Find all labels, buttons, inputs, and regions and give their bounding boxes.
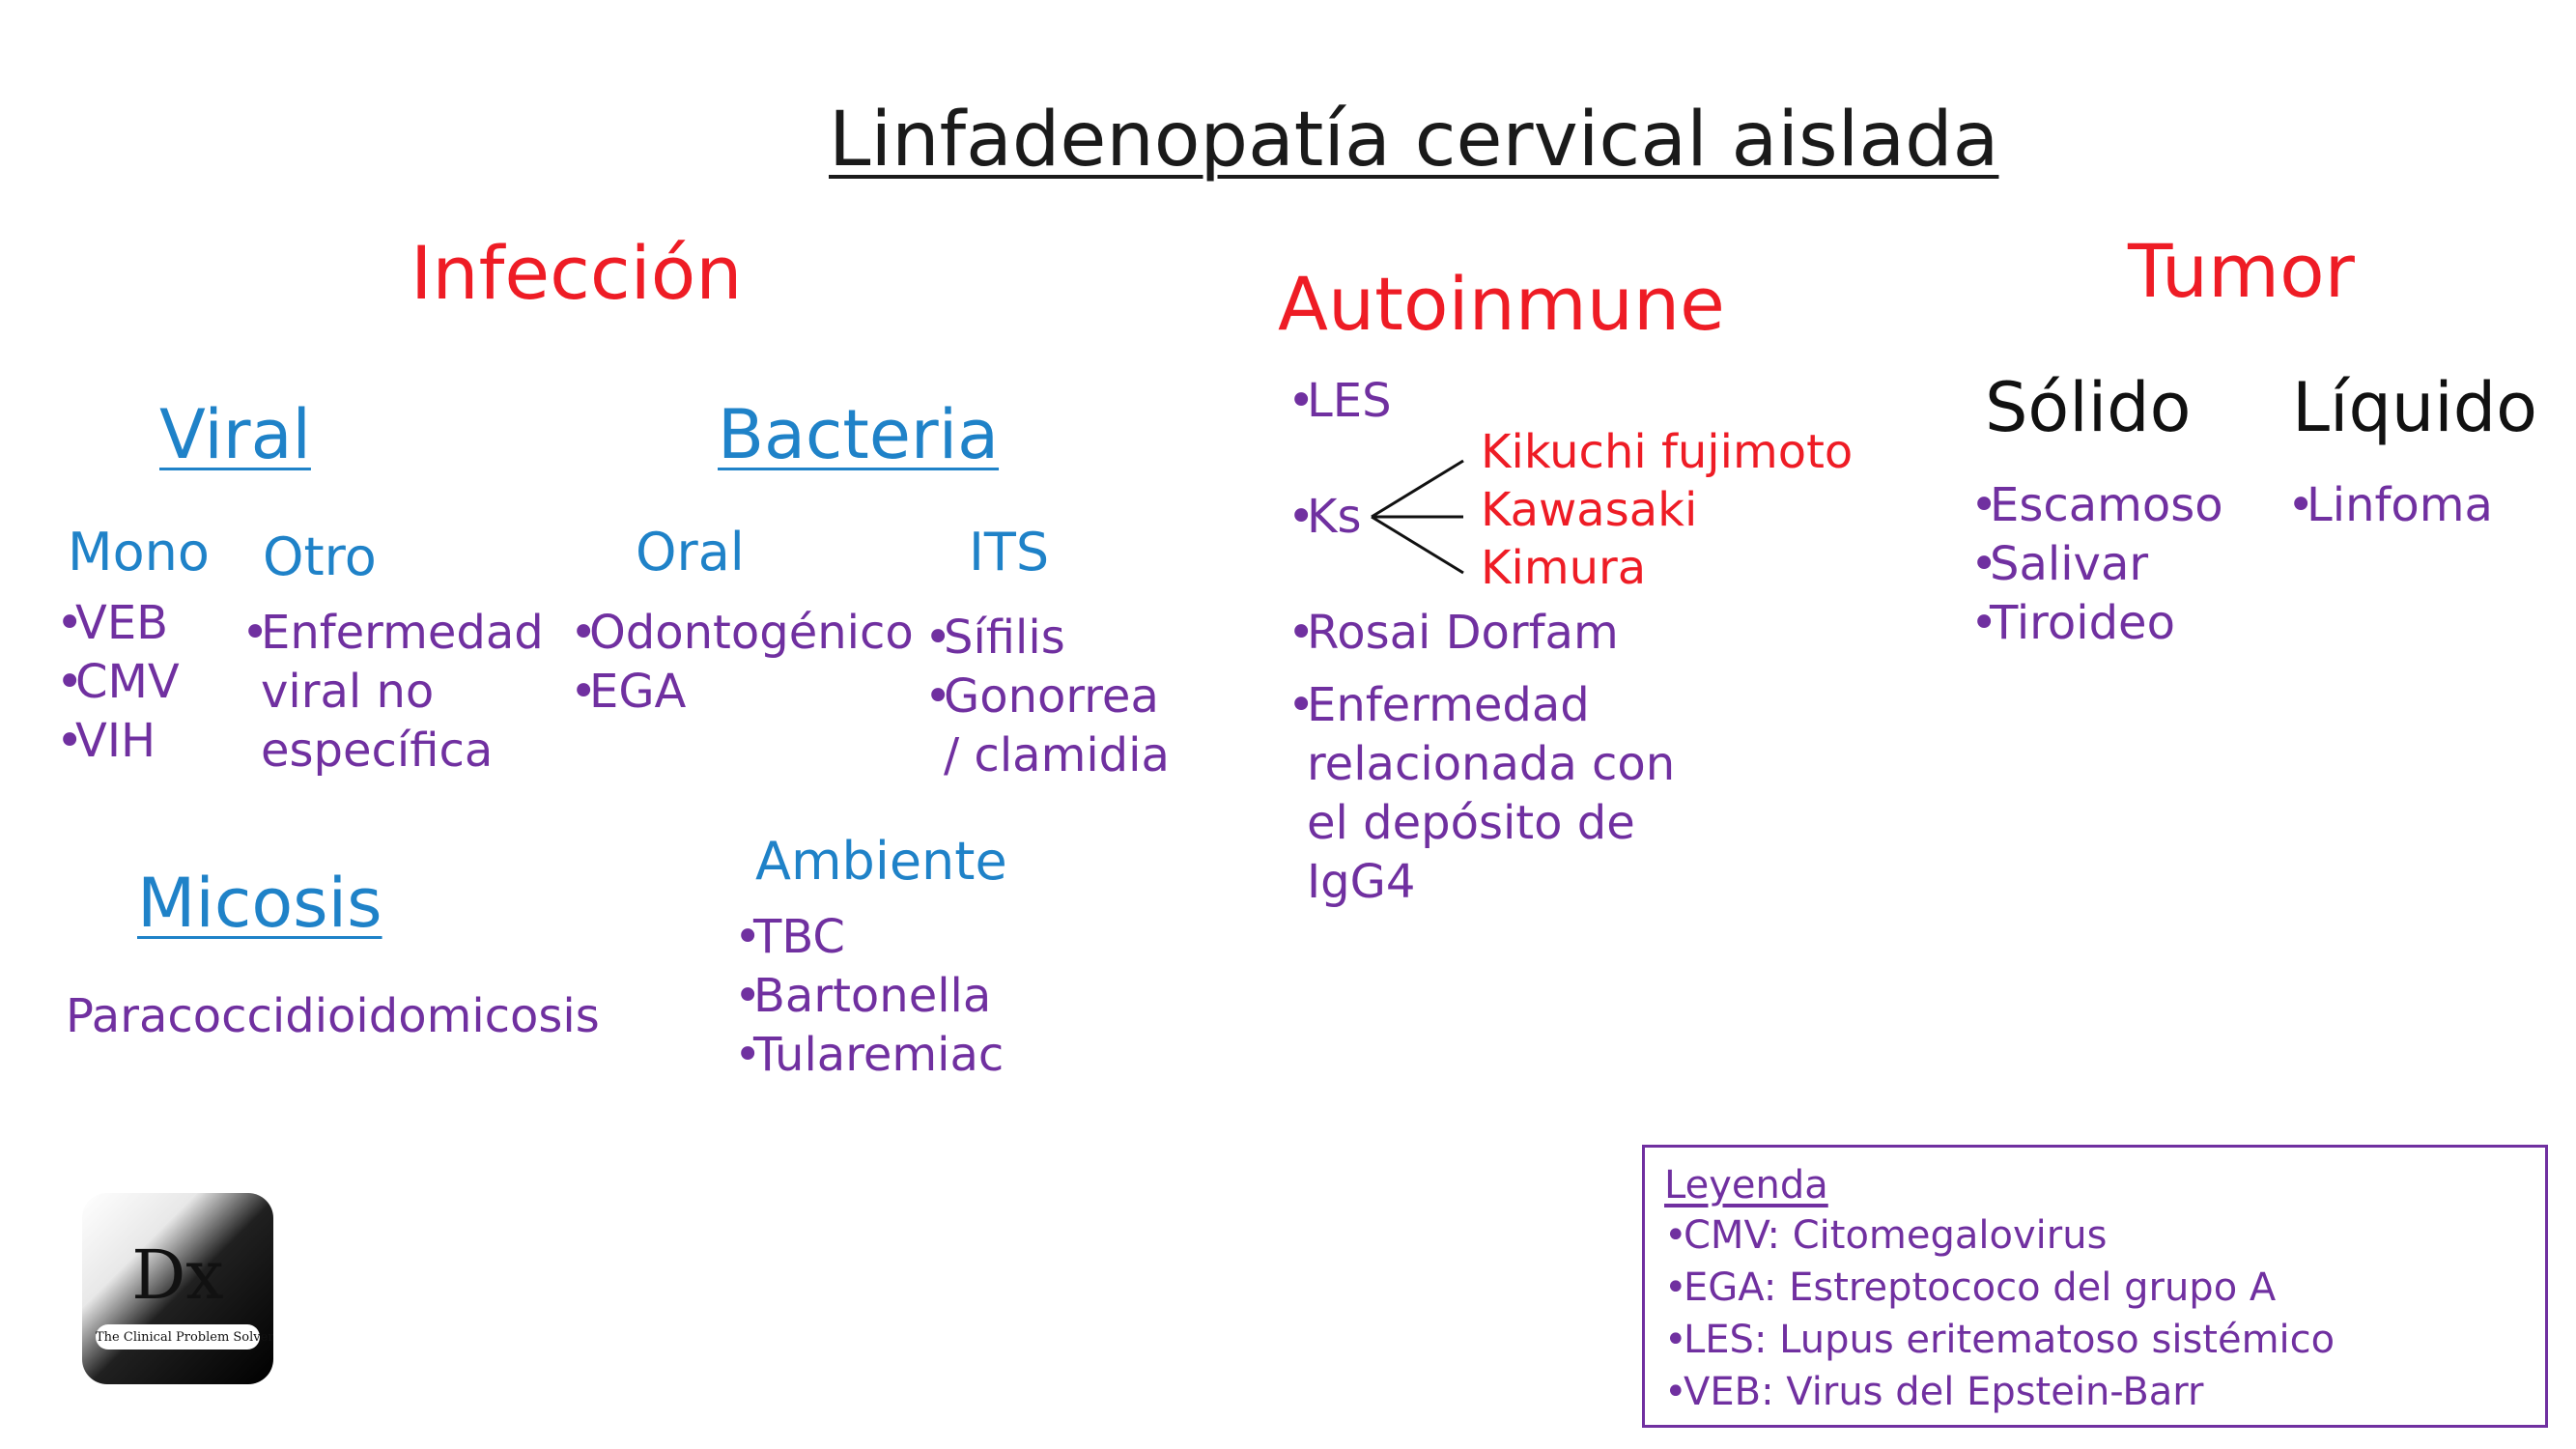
otro-line-3: específica [261,724,494,778]
rosai-item: •Rosai Dorfam [1288,606,1619,660]
list-item: •Gonorrea [924,669,1159,724]
micosis-item: Paracoccidioidomicosis [66,989,600,1043]
subcategory-micosis: Micosis [137,864,382,943]
list-item: •Odontogénico [570,606,914,660]
ks-branch-kimura: Kimura [1481,541,1647,595]
group-solido: Sólido [1985,368,2192,447]
category-autoinmune: Autoinmune [1278,261,1725,347]
legend-item-label: CMV: Citomegalovirus [1684,1213,2108,1258]
list-item-label: Rosai Dorfam [1307,606,1619,660]
list-item: •CMV [56,655,180,709]
branch-line-bottom [1371,515,1464,575]
solido-list: •Escamoso •Salivar •Tiroideo [1970,476,2223,653]
group-its: ITS [969,522,1050,582]
list-item-label: VIH [75,714,156,768]
list-item-label: Escamoso [1990,478,2223,532]
list-item-label: Ks [1307,490,1362,544]
list-item: •EGA [570,665,687,719]
group-ambiente: Ambiente [755,831,1007,892]
legend-item-label: LES: Lupus eritematoso sistémico [1684,1318,2335,1362]
logo-mark: Dx [131,1236,224,1315]
liquido-list: •Linfoma [2287,476,2493,535]
legend-item: •CMV: Citomegalovirus [1664,1213,2108,1258]
legend-list: •CMV: Citomegalovirus •EGA: Estreptococo… [1664,1209,2526,1418]
logo-caption: The Clinical Problem Solvers [96,1330,273,1345]
igg4-line-3: el depósito de [1307,796,1635,850]
subcategory-viral: Viral [159,395,311,474]
legend-item: •LES: Lupus eritematoso sistémico [1664,1318,2335,1362]
logo-caption-band: The Clinical Problem Solvers [96,1324,273,1350]
group-otro: Otro [263,526,377,587]
legend-item-label: VEB: Virus del Epstein-Barr [1684,1370,2204,1414]
list-item: •Bartonella [734,969,992,1023]
list-item-label: TBC [753,910,845,964]
ks-item: •Ks [1288,490,1362,544]
dx-logo: Dx The Clinical Problem Solvers [82,1193,273,1384]
otro-item: •Enfermedad viral no específica [241,604,544,781]
legend-title: Leyenda [1664,1163,1828,1208]
list-item: •Sífilis [924,611,1065,665]
list-item-label: Linfoma [2307,478,2493,532]
group-mono: Mono [68,522,210,582]
igg4-line-1: Enfermedad [1307,678,1590,732]
igg4-item: •Enfermedad relacionada con el depósito … [1288,676,1675,912]
list-item-label: LES [1307,374,1392,428]
les-item: •LES [1288,374,1392,428]
oral-list: •Odontogénico •EGA [570,604,914,722]
legend-box: Leyenda •CMV: Citomegalovirus •EGA: Estr… [1642,1145,2548,1428]
branch-line-top [1371,459,1464,519]
igg4-line-4: IgG4 [1307,855,1416,909]
list-item-label: VEB [75,596,169,650]
page-title: Linfadenopatía cervical aislada [829,97,1999,184]
legend-item: •EGA: Estreptococo del grupo A [1664,1265,2277,1310]
otro-line-2: viral no [261,665,435,719]
list-item-label: Tiroideo [1990,596,2175,650]
list-item-label: Sífilis [944,611,1065,665]
list-item-label: Gonorrea [944,669,1159,724]
igg4-line-2: relacionada con [1307,737,1676,791]
its-list: •Sífilis •Gonorrea / clamidia [924,609,1170,785]
list-item: •Linfoma [2287,478,2493,532]
list-item: •Tiroideo [1970,596,2175,650]
category-tumor: Tumor [2128,228,2355,314]
list-item: •VEB [56,596,169,650]
ks-branch-kikuchi: Kikuchi fujimoto [1481,425,1854,479]
list-item-label: Odontogénico [589,606,914,660]
list-item-label: Bartonella [753,969,992,1023]
mono-list: •VEB •CMV •VIH [56,594,180,771]
ambiente-list: •TBC •Bartonella •Tularemiac [734,908,1004,1085]
ks-branch-lines [1371,459,1464,575]
otro-line-1: Enfermedad [261,606,544,660]
ks-branch-kawasaki: Kawasaki [1481,483,1698,537]
its-continuation: / clamidia [944,728,1170,782]
subcategory-bacteria: Bacteria [718,395,1000,474]
list-item-label: Salivar [1990,537,2149,591]
list-item: •TBC [734,910,845,964]
legend-item: •VEB: Virus del Epstein-Barr [1664,1370,2204,1414]
group-liquido: Líquido [2292,368,2537,447]
list-item: •Escamoso [1970,478,2223,532]
category-infeccion: Infección [410,230,743,316]
list-item: •Tularemiac [734,1028,1005,1082]
list-item: •Salivar [1970,537,2149,591]
list-item-label: CMV [75,655,180,709]
list-item: •VIH [56,714,156,768]
list-item-label: EGA [589,665,687,719]
legend-item-label: EGA: Estreptococo del grupo A [1684,1265,2277,1310]
list-item-label: Tularemiac [753,1028,1005,1082]
group-oral: Oral [636,522,745,582]
